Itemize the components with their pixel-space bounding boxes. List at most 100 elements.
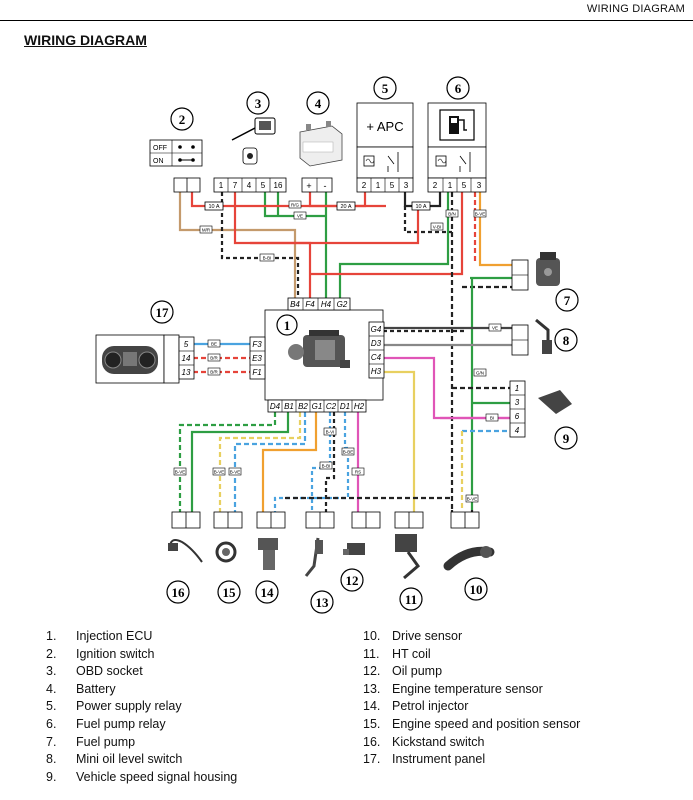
svg-text:H2: H2 xyxy=(354,402,365,411)
legend-item: 2.Ignition switch xyxy=(46,646,155,661)
svg-text:5: 5 xyxy=(462,181,467,190)
wire-b2 xyxy=(218,412,302,512)
svg-text:F3: F3 xyxy=(252,340,262,349)
svg-text:G2: G2 xyxy=(337,300,348,309)
legend-item: 1.Injection ECU xyxy=(46,629,153,643)
svg-text:4: 4 xyxy=(247,181,252,190)
svg-text:C4: C4 xyxy=(371,353,382,362)
svg-text:F4: F4 xyxy=(305,300,315,309)
legend-item: 12.Oil pump xyxy=(363,664,443,679)
svg-text:4: 4 xyxy=(515,426,520,435)
legend-item: 10.Drive sensor xyxy=(363,629,463,643)
fuel-pump-relay: 6 2 1 5 3 xyxy=(427,76,487,193)
svg-text:3: 3 xyxy=(404,181,409,190)
legend-item: 15.Engine speed and position sensor xyxy=(363,716,581,731)
svg-text:12: 12 xyxy=(346,573,359,588)
svg-text:D3: D3 xyxy=(371,339,382,348)
wire-relay6-orange xyxy=(478,192,512,267)
svg-text:13: 13 xyxy=(182,368,191,377)
svg-text:G1: G1 xyxy=(312,402,323,411)
svg-text:7: 7 xyxy=(233,181,238,190)
wire-d1 xyxy=(273,412,350,512)
svg-text:M/R: M/R xyxy=(202,228,211,233)
legend-item: 11.HT coil xyxy=(363,646,431,661)
svg-text:H3: H3 xyxy=(371,367,382,376)
svg-text:3: 3 xyxy=(255,96,262,111)
svg-text:B2: B2 xyxy=(298,402,308,411)
svg-text:B/R: B/R xyxy=(210,370,218,375)
svg-text:1: 1 xyxy=(448,181,453,190)
legend-item: 6.Fuel pump relay xyxy=(46,716,166,731)
svg-text:D4: D4 xyxy=(270,402,281,411)
wiring-diagram: 10 A 20 A 10 A R/G VE M/R B-BI B/N V-BI … xyxy=(95,76,579,614)
svg-text:B-VE: B-VE xyxy=(214,470,225,475)
wire-b1 xyxy=(190,412,290,512)
svg-text:2: 2 xyxy=(179,112,186,127)
fuel-pump-icon xyxy=(439,109,475,141)
svg-text:B/R: B/R xyxy=(210,356,218,361)
svg-text:4: 4 xyxy=(315,96,322,111)
svg-text:V-BI: V-BI xyxy=(433,225,442,230)
svg-text:D1: D1 xyxy=(340,402,350,411)
bottom-components: 16 15 14 13 12 11 10 xyxy=(166,534,495,614)
section-title: WIRING DIAGRAM xyxy=(24,32,147,48)
injection-ecu: 1 B4 F4 H4 G2 F3 E3 F1 xyxy=(249,297,385,413)
fuel-pump: 7 xyxy=(511,252,579,312)
legend-right: 10.Drive sensor 11.HT coil 12.Oil pump 1… xyxy=(363,628,580,769)
svg-text:6: 6 xyxy=(515,412,520,421)
wire-c4 xyxy=(383,356,510,420)
svg-text:B-VE: B-VE xyxy=(475,212,486,217)
svg-text:B-VE: B-VE xyxy=(467,497,478,502)
fuse-label-3: 10 A xyxy=(415,204,426,210)
fuses: 10 A 20 A 10 A xyxy=(204,201,431,211)
svg-text:2: 2 xyxy=(362,181,367,190)
svg-text:15: 15 xyxy=(223,585,237,600)
engine-icon xyxy=(288,330,350,368)
svg-text:B/N: B/N xyxy=(448,212,456,217)
svg-text:B1: B1 xyxy=(284,402,294,411)
svg-text:ON: ON xyxy=(153,158,164,165)
svg-text:BI: BI xyxy=(490,416,494,421)
wire-relay5-gray xyxy=(403,206,452,234)
svg-text:9: 9 xyxy=(563,431,570,446)
legend-item: 7.Fuel pump xyxy=(46,734,136,749)
mini-oil-level-switch: 8 xyxy=(511,318,578,356)
svg-text:8: 8 xyxy=(563,333,570,348)
legend-item: 8.Mini oil level switch xyxy=(46,752,183,767)
svg-text:B-VI: B-VI xyxy=(326,430,335,435)
vehicle-speed-signal-housing: 1 3 6 4 9 xyxy=(509,380,578,450)
svg-text:B-VE: B-VE xyxy=(175,470,186,475)
svg-text:+: + xyxy=(306,181,311,191)
svg-text:VE: VE xyxy=(492,326,498,331)
svg-text:VE: VE xyxy=(297,214,303,219)
wire-ignition-to-fuse xyxy=(190,192,240,208)
header-rule xyxy=(0,20,693,21)
header-title: WIRING DIAGRAM xyxy=(586,3,685,15)
svg-text:R/G: R/G xyxy=(291,203,300,208)
wire-c2b xyxy=(324,412,336,512)
legend-item: 14.Petrol injector xyxy=(363,699,469,714)
svg-text:16: 16 xyxy=(274,181,283,190)
svg-text:3: 3 xyxy=(515,398,520,407)
power-supply-relay: 5 + APC 2 1 5 3 xyxy=(356,76,414,193)
wire-green-to-ecu xyxy=(338,192,450,298)
obd-socket: 3 1 7 4 5 16 xyxy=(213,91,287,193)
fuse-label-1: 10 A xyxy=(208,204,219,210)
wire-b2b xyxy=(233,412,307,512)
wire-g1 xyxy=(261,412,318,512)
ignition-switch: 2 OFF ON xyxy=(149,107,203,193)
svg-text:BE: BE xyxy=(211,342,217,347)
svg-text:C2: C2 xyxy=(326,402,337,411)
svg-text:+ APC: + APC xyxy=(366,119,403,134)
svg-text:5: 5 xyxy=(184,340,189,349)
bottom-connectors xyxy=(171,511,480,529)
legend-item: 13.Engine temperature sensor xyxy=(363,681,543,696)
svg-text:F1: F1 xyxy=(252,368,261,377)
wire-tags: R/G VE M/R B-BI B/N V-BI B-VE VE BE B/R … xyxy=(173,200,502,503)
svg-text:-: - xyxy=(324,181,327,191)
svg-text:RS: RS xyxy=(355,470,361,475)
svg-text:6: 6 xyxy=(455,81,462,96)
instrument-panel: 17 5 14 13 xyxy=(95,300,195,384)
svg-text:16: 16 xyxy=(172,585,186,600)
svg-text:B4: B4 xyxy=(290,300,300,309)
